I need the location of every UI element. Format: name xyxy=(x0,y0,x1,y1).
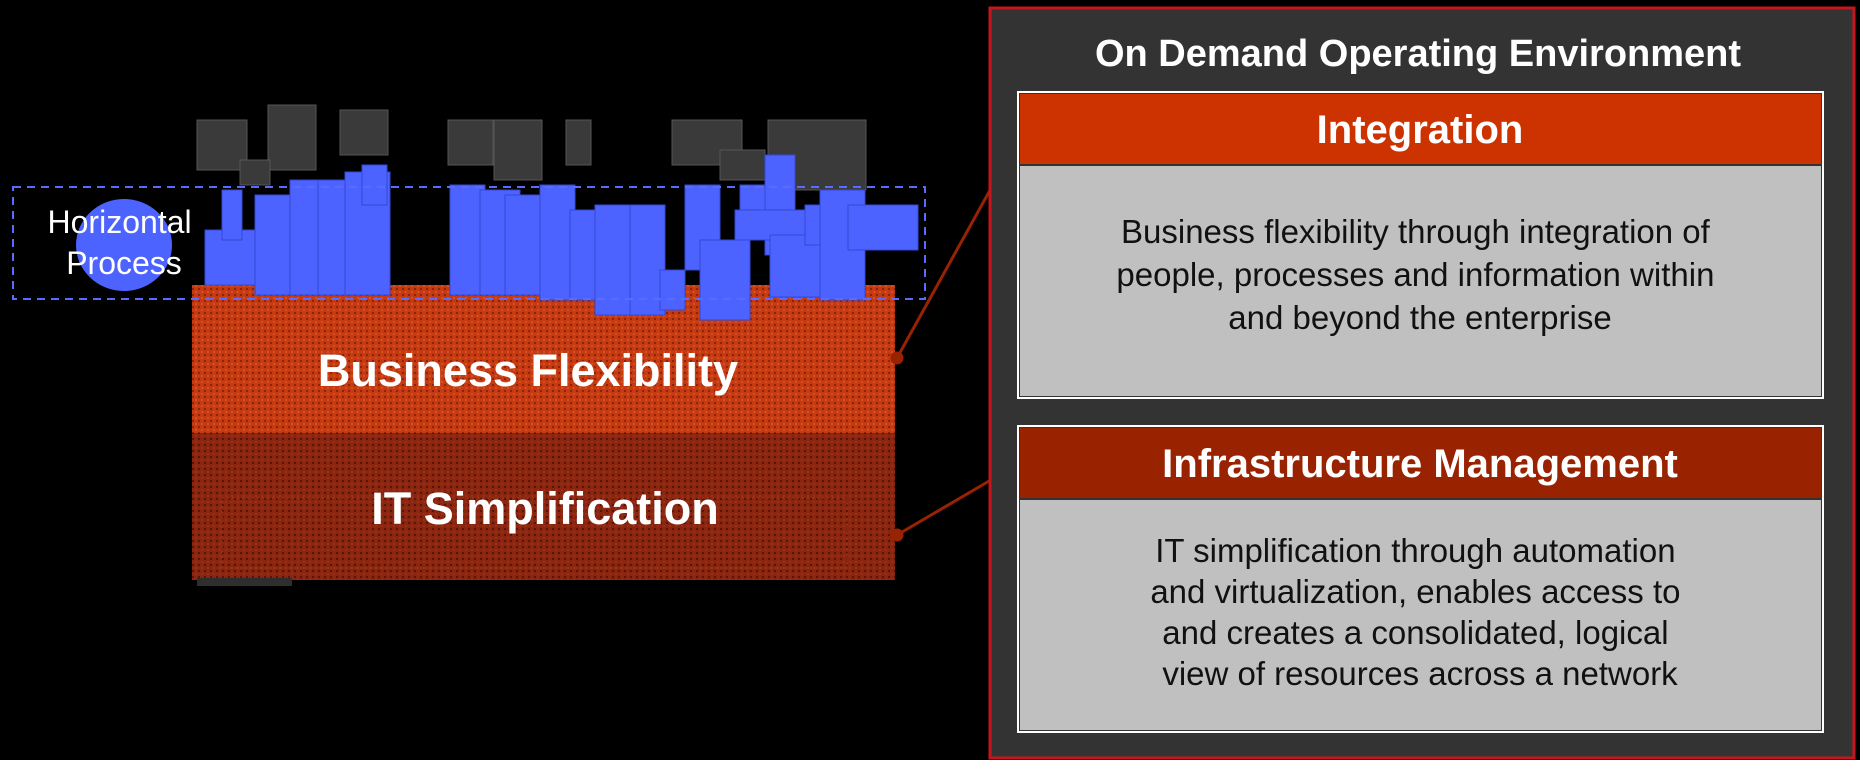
integration-description-line3: and beyond the enterprise xyxy=(1228,299,1611,336)
horizontal-process-label: Horizontal Process xyxy=(48,204,201,281)
infrastructure-connector-dot xyxy=(890,528,904,542)
horizontal-process-label-line1: Horizontal xyxy=(48,204,192,240)
integration-body-box xyxy=(1020,166,1821,396)
it-layer-shadow-bar xyxy=(197,578,292,586)
infrastructure-header xyxy=(1020,428,1821,498)
infrastructure-box-outline xyxy=(1017,425,1824,733)
blue-process-blocks xyxy=(204,154,919,321)
integration-box-outline xyxy=(1017,91,1824,399)
horizontal-process-frame xyxy=(12,186,926,300)
integration-heading: Integration xyxy=(1317,108,1524,152)
business-flexibility-label: Business Flexibility xyxy=(318,345,738,396)
business-flexibility-layer xyxy=(192,285,895,433)
infrastructure-description-line4: view of resources across a network xyxy=(1162,655,1678,692)
it-simplification-label: IT Simplification xyxy=(371,483,719,534)
gray-blocks xyxy=(196,104,867,191)
it-simplification-layer xyxy=(192,432,895,580)
integration-header xyxy=(1020,94,1821,164)
horizontal-process-ellipse xyxy=(76,199,172,291)
integration-description: Business flexibility through integration… xyxy=(1116,213,1723,336)
infrastructure-heading: Infrastructure Management xyxy=(1162,442,1678,486)
it-layer-inner-outline xyxy=(221,497,848,569)
integration-description-line2: people, processes and information within xyxy=(1116,256,1714,293)
infrastructure-description-line2: and virtualization, enables access to xyxy=(1150,573,1680,610)
infrastructure-description-line3: and creates a consolidated, logical xyxy=(1162,614,1668,651)
infrastructure-body-box xyxy=(1020,500,1821,730)
panel-title: On Demand Operating Environment xyxy=(1095,33,1741,75)
infrastructure-description-line1: IT simplification through automation xyxy=(1155,532,1675,569)
integration-connector-dot xyxy=(890,351,904,365)
horizontal-process-label-line2: Process xyxy=(66,245,182,281)
integration-description-line1: Business flexibility through integration… xyxy=(1121,213,1711,250)
infrastructure-description: IT simplification through automation and… xyxy=(1150,532,1689,692)
